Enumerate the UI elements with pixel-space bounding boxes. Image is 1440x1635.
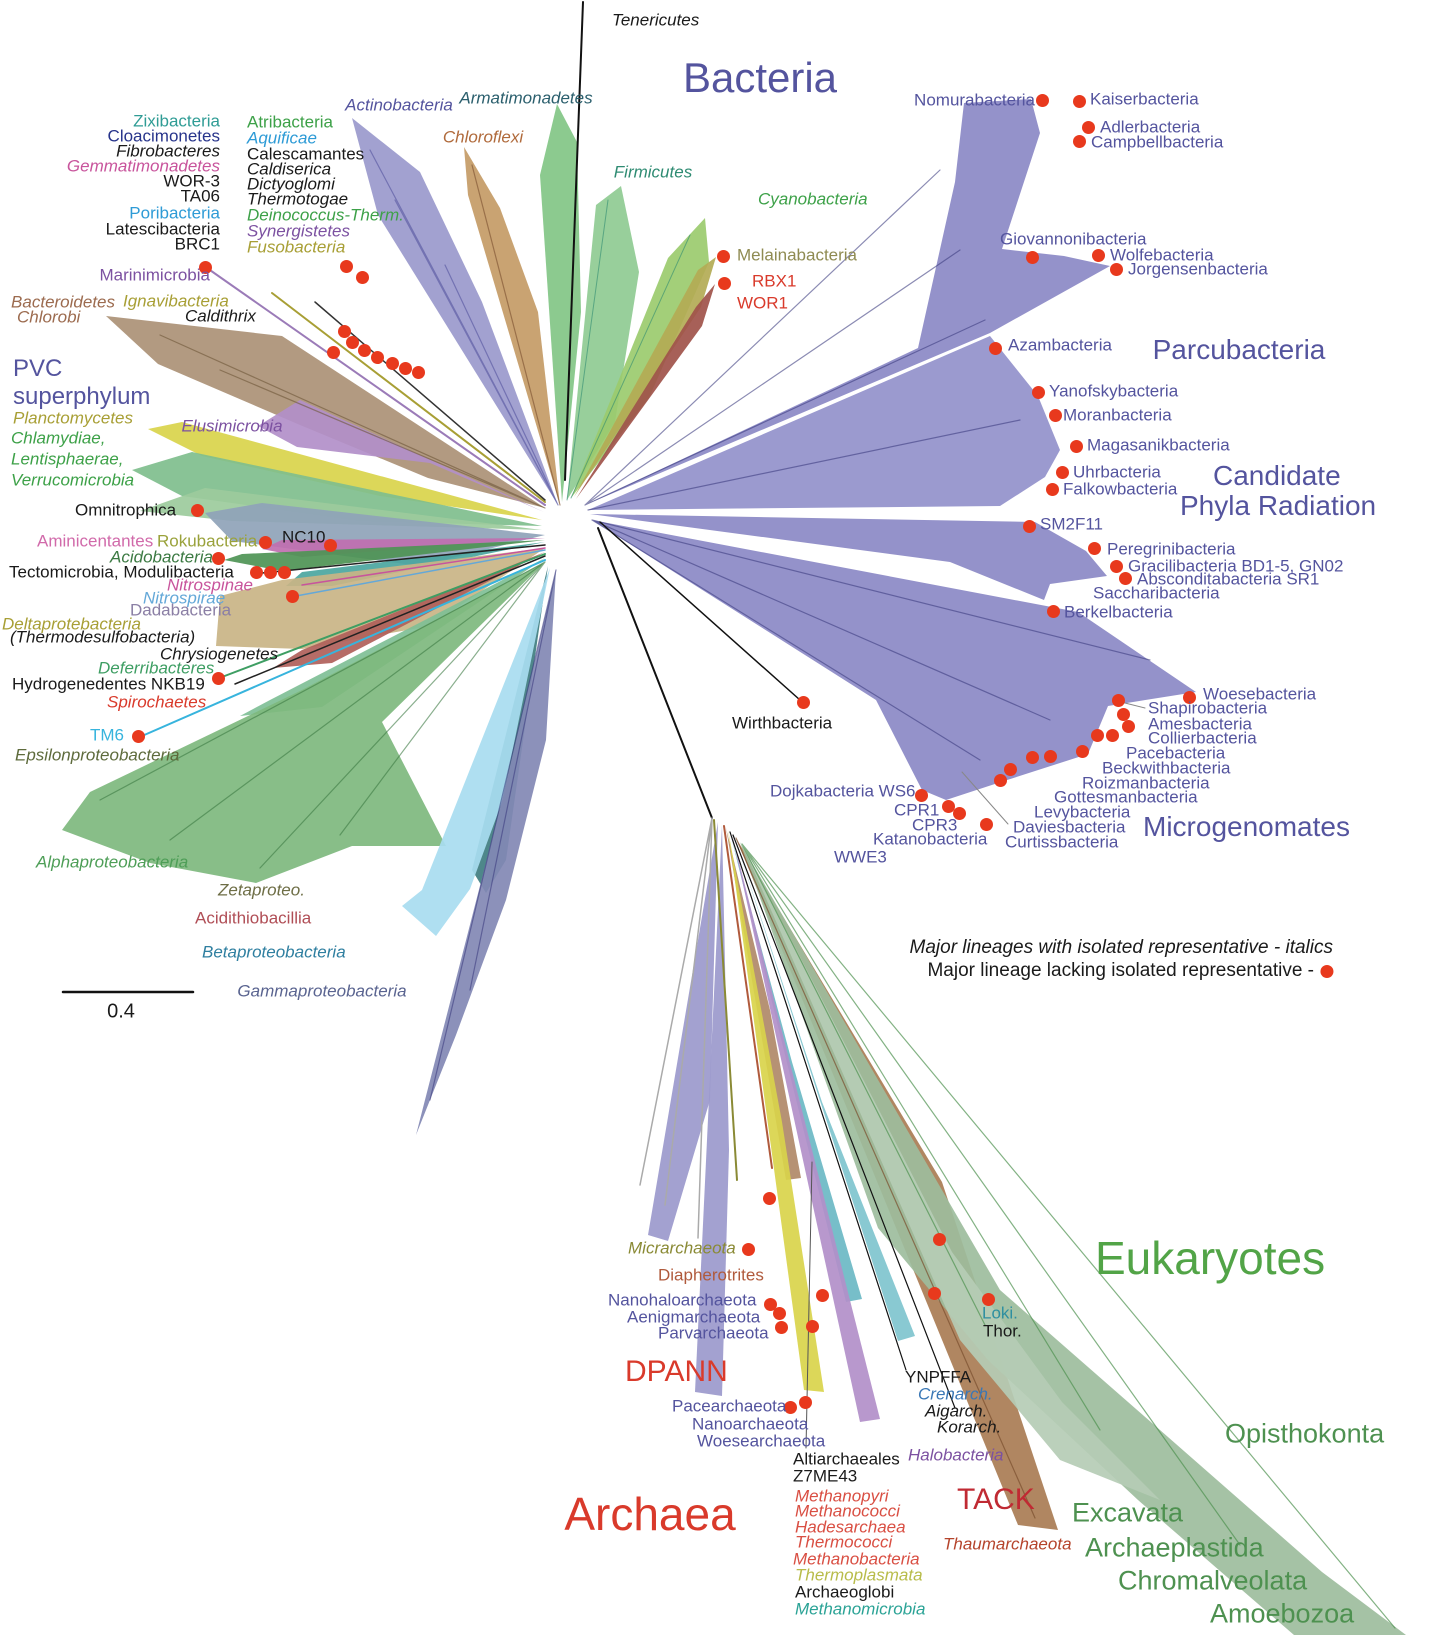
single-branches: [61, 1, 1146, 1449]
branch-tectomicrobia: [261, 544, 546, 574]
wedge-halobacteria: [732, 834, 880, 1422]
wedge-omnitrophica: [205, 503, 545, 566]
wedge-firmicutes: [567, 186, 639, 500]
branch-ynpffa: [729, 831, 956, 1409]
wedge-dpann-2: [695, 825, 729, 1396]
branch-deferribacteres: [221, 553, 546, 678]
wedge-planctomycetes: [148, 422, 542, 520]
branch-ignavibacteria: [271, 292, 546, 503]
red-dot-icon: [1320, 964, 1333, 978]
wedge-melainabacteria: [574, 257, 716, 497]
branch-diapherotrites: [723, 825, 773, 1169]
wedge-acidobacteria: [224, 540, 545, 571]
legend-lacking-text: Major lineage lacking isolated represent…: [927, 960, 1314, 981]
wedge-chrysiogenetes: [273, 552, 545, 668]
legend-lacking-representative: Major lineage lacking isolated represent…: [927, 960, 1333, 982]
wedge-rbx1-wor1: [576, 284, 715, 499]
wedge-peregrinibacteria: [590, 514, 1107, 600]
scale-bar-label: 0.4: [107, 1000, 135, 1023]
wedge-verrucomicrobia: [132, 452, 542, 526]
wedge-armatimonadetes: [540, 104, 581, 502]
wedge-betaproteobacteria: [402, 568, 550, 936]
branch-nitrospirae: [295, 549, 546, 597]
wedge-spirochaetes: [240, 558, 545, 716]
branch-tm6: [141, 559, 546, 737]
wedge-dpann-1: [648, 822, 718, 1241]
wedge-chloroflexi: [464, 147, 560, 505]
branch-gray-fan: [639, 817, 713, 1239]
connector-shapirobacteria: [1120, 701, 1146, 709]
wedge-alphaproteobacteria: [62, 562, 545, 883]
wedge-diapherotrites: [726, 828, 801, 1180]
branch-archaea-stem: [597, 527, 713, 819]
wedge-microgenomates: [592, 520, 1196, 800]
connector-daviesbacteria: [961, 771, 1009, 825]
wedge-elusimicrobia: [258, 400, 544, 512]
branch-wirthbacteria: [599, 521, 801, 701]
wedge-crenarchaeota: [730, 832, 862, 1302]
branch-nitrospinae: [301, 547, 546, 586]
wedge-lokiarchaeota: [734, 836, 915, 1341]
wedge-thermoplasmata: [728, 830, 824, 1392]
wedge-parcubacteria: [585, 99, 1110, 505]
branch-caldithrix: [314, 301, 546, 501]
branch-hydrogenedentes: [234, 555, 546, 685]
branch-marinimicrobia: [206, 267, 546, 506]
wedge-parcubacteria-lower: [588, 336, 1060, 510]
legend-isolated-representative: Major lineages with isolated representat…: [909, 937, 1333, 958]
branch-micrarchaeota: [713, 819, 738, 1181]
wedge-dadabacteria: [216, 548, 545, 649]
branch-tenericutes: [564, 1, 584, 481]
tree-branch-lines: [99, 149, 1396, 1629]
wedge-cyanobacteria: [571, 218, 709, 498]
